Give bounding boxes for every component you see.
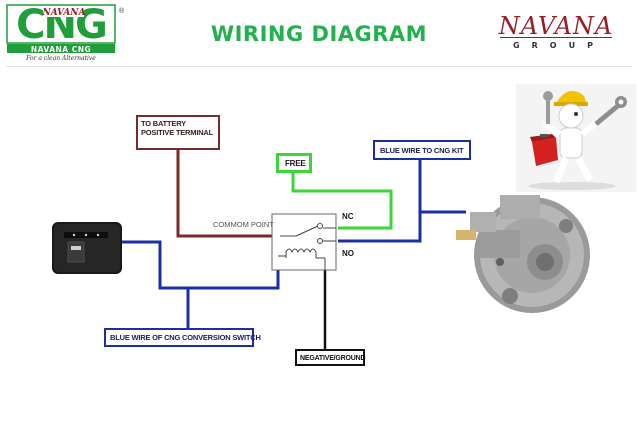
battery-wire xyxy=(176,150,280,238)
cng-reducer-icon xyxy=(456,195,590,313)
cng-kit-wire-label: BLUE WIRE TO CNG KIT xyxy=(373,140,471,160)
logo-divider xyxy=(500,37,612,38)
navana-cng-logo: CNG NAVANA ® NAVANA CNG For a clean Alte… xyxy=(6,4,124,62)
cng-switch-icon xyxy=(52,222,122,274)
nc-label: NC xyxy=(342,212,354,221)
common-point-label: COMMOM POINT xyxy=(213,220,274,229)
logo-badge: NAVANA xyxy=(41,8,85,18)
header-divider xyxy=(6,66,632,67)
mechanic-toolbox-icon xyxy=(516,84,636,192)
no-label: NO xyxy=(342,249,354,258)
free-label: FREE xyxy=(276,153,312,173)
page-title: WIRING DIAGRAM xyxy=(210,22,428,46)
logo-tagline: For a clean Alternative xyxy=(25,55,96,62)
negative-ground-label: NEGATIVE/GROUND xyxy=(295,349,366,366)
relay-icon xyxy=(271,213,337,271)
switch-wire-label: BLUE WIRE OF CNG CONVERSION SWITCH xyxy=(104,328,261,347)
free-wire xyxy=(291,173,393,230)
relay-to-kit-wire xyxy=(338,212,422,243)
registered-mark: ® xyxy=(119,7,124,15)
battery-positive-label: TO BATTERY POSITIVE TERMINAL xyxy=(136,115,220,150)
cng-kit-wire xyxy=(418,160,466,214)
logo-subtitle: NAVANA CNG xyxy=(31,45,91,54)
navana-group-logo-word: NAVANA xyxy=(498,12,614,40)
navana-group-logo-subword: GROUP xyxy=(513,41,605,50)
switch-wire xyxy=(118,240,280,290)
